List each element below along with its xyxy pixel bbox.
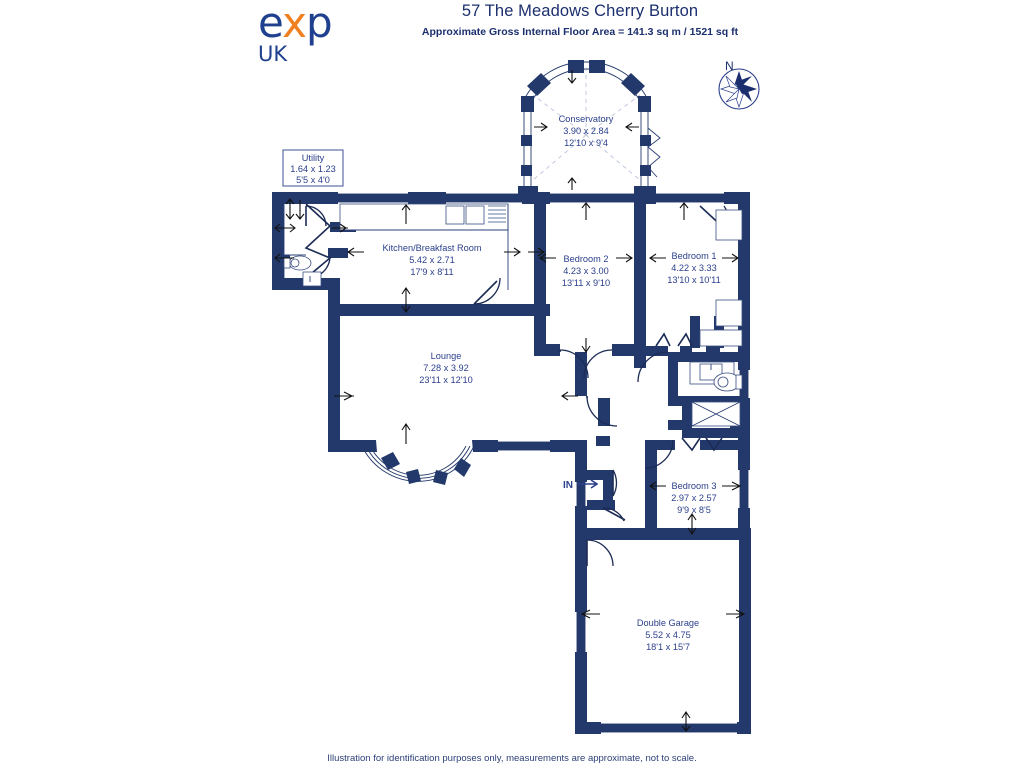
kitchen-imperial: 17'9 x 8'11 [410, 267, 453, 277]
bedroom1-name: Bedroom 1 [672, 251, 717, 261]
utility-label-box: Utility 1.64 x 1.23 5'5 x 4'0 [282, 149, 344, 187]
utility-metric: 1.64 x 1.23 [290, 164, 335, 174]
utility-name: Utility [302, 153, 325, 163]
bedroom3-name: Bedroom 3 [672, 481, 717, 491]
entrance-marker: IN [563, 479, 599, 491]
doors [305, 205, 730, 567]
garage-metric: 5.52 x 4.75 [645, 630, 690, 640]
logo-wordmark: exp [258, 2, 368, 44]
kitchen-sink-right [465, 205, 485, 225]
logo-letter-x: x [282, 0, 307, 47]
floor-area-subtitle: Approximate Gross Internal Floor Area = … [421, 26, 739, 38]
room-conservatory: Conservatory 3.90 x 2.84 12'10 x 9'4 [518, 60, 661, 198]
kitchen-sink-left [445, 205, 465, 225]
fixtures [283, 203, 743, 427]
logo-region-label: UK [258, 42, 288, 66]
compass-star-icon [719, 71, 757, 109]
bedroom3-imperial: 9'9 x 8'5 [677, 505, 711, 515]
conservatory-metric: 3.90 x 2.84 [563, 126, 608, 136]
bedroom3-metric: 2.97 x 2.57 [671, 493, 716, 503]
room-labels: Kitchen/Breakfast Room 5.42 x 2.71 17'9 … [382, 243, 720, 652]
plan-heading: 57 The Meadows Cherry Burton Approximate… [370, 2, 790, 38]
bedroom2-imperial: 13'11 x 9'10 [562, 278, 610, 288]
entrance-arrow-icon [577, 479, 599, 489]
bedroom1-wardrobe-low [699, 329, 743, 347]
page-title: 57 The Meadows Cherry Burton [461, 2, 699, 20]
bathroom-fixtures [689, 361, 743, 427]
bedroom1-wardrobe-top [715, 209, 743, 241]
compass-north-label: N [725, 59, 734, 73]
wc-basin [302, 271, 322, 287]
lounge-bay-window [360, 440, 488, 485]
garage-imperial: 18'1 x 15'7 [646, 642, 690, 652]
bedroom1-metric: 4.22 x 3.33 [671, 263, 716, 273]
bedroom2-metric: 4.23 x 3.00 [563, 266, 608, 276]
utility-imperial: 5'5 x 4'0 [296, 175, 330, 185]
bedroom1-wardrobe-mid [715, 299, 743, 327]
logo-letter-e: e [258, 0, 283, 47]
kitchen-hob [488, 205, 506, 223]
lounge-metric: 7.28 x 3.92 [423, 363, 468, 373]
kitchen-name: Kitchen/Breakfast Room [382, 243, 481, 253]
conservatory-mullions [521, 60, 651, 176]
logo-letter-p: p [305, 0, 333, 47]
bedroom1-imperial: 13'10 x 10'11 [667, 275, 720, 285]
lounge-imperial: 23'11 x 12'10 [419, 375, 472, 385]
conservatory-name: Conservatory [559, 114, 614, 124]
compass-rose: N [718, 59, 760, 110]
kitchen-metric: 5.42 x 2.71 [409, 255, 454, 265]
bedroom2-name: Bedroom 2 [564, 254, 609, 264]
exp-uk-logo: exp UK [258, 2, 368, 66]
interior-partitions [272, 203, 740, 530]
disclaimer-text: Illustration for identification purposes… [327, 753, 697, 764]
dimension-arrows [274, 198, 746, 732]
wc-fixtures [283, 255, 322, 287]
entrance-label: IN [563, 480, 573, 491]
conservatory-imperial: 12'10 x 9'4 [564, 138, 608, 148]
garage-name: Double Garage [637, 618, 699, 628]
house-walls [272, 192, 751, 734]
lounge-name: Lounge [431, 351, 462, 361]
